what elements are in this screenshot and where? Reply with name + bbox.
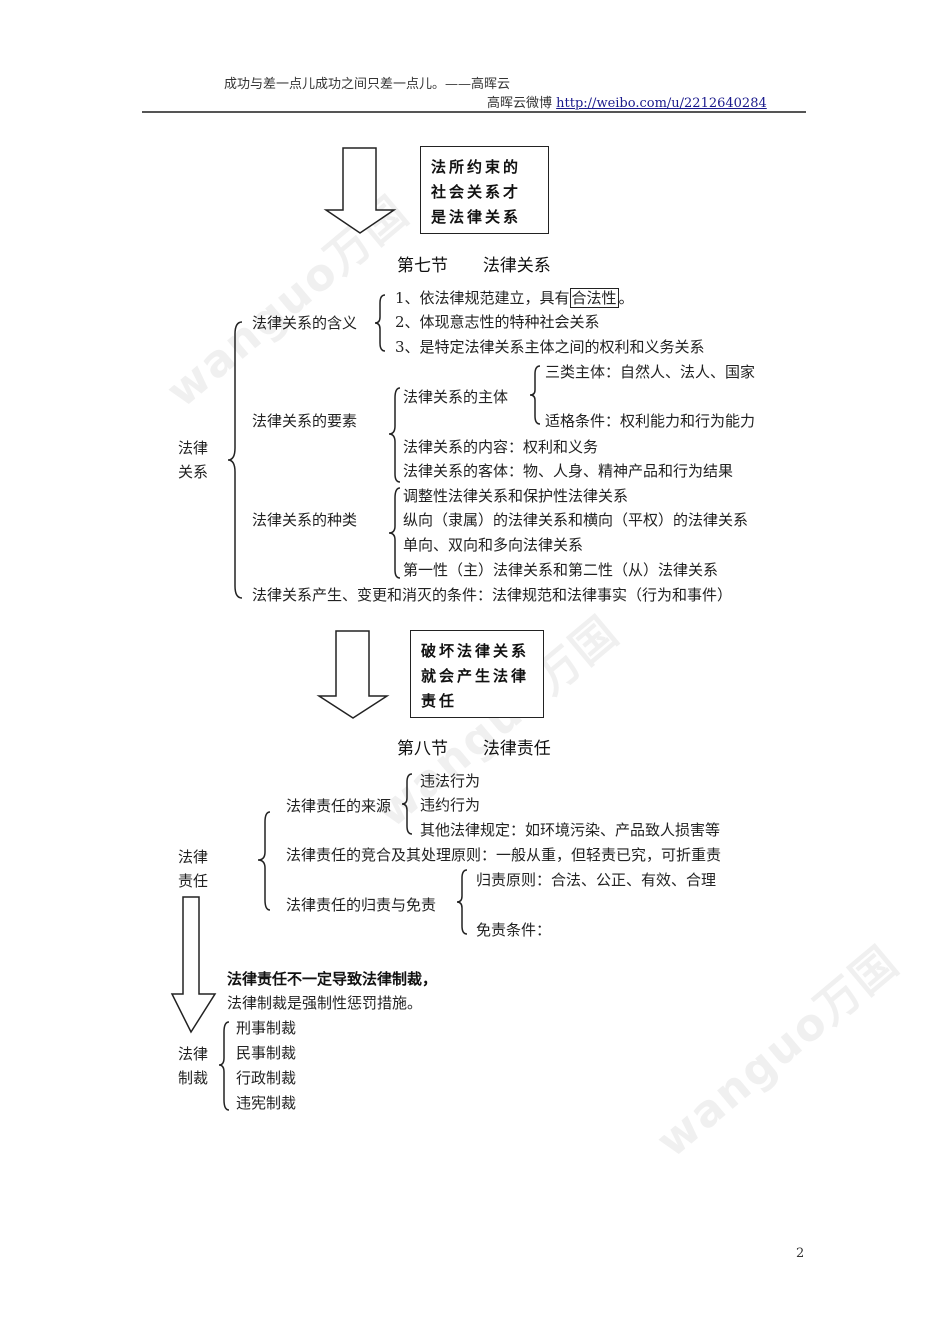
brace-icon (218, 1021, 230, 1111)
node-object: 法律关系的客体：物、人身、精神产品和行为结果 (403, 462, 734, 480)
section-number: 第七节 (397, 256, 448, 276)
type-item-1: 调整性法律关系和保护性法律关系 (403, 487, 629, 505)
meaning-item-1: 1、依法律规范建立，具有合法性。 (395, 288, 634, 308)
node-conditions: 法律关系产生、变更和消灭的条件：法律规范和法律事实（行为和事件） (252, 586, 733, 604)
brace-icon (388, 487, 401, 579)
node-content: 法律关系的内容：权利和义务 (403, 438, 599, 456)
sanctions-note: 法律制裁是强制性惩罚措施。 (227, 994, 423, 1012)
section-number: 第八节 (397, 739, 448, 759)
header-quote: 成功与差一点儿成功之间只差一点儿。——高晖云 (224, 77, 511, 92)
node-sources: 法律责任的来源 (286, 797, 392, 815)
sanctions-note-bold: 法律责任不一定导致法律制裁， (227, 970, 438, 988)
callout-box: 法所约束的社会关系才是法律关系 (420, 146, 549, 234)
imputation-item-2: 免责条件： (476, 921, 552, 939)
meaning-item-2: 2、体现意志性的特种社会关系 (395, 313, 600, 331)
sanction-item-2: 民事制裁 (236, 1044, 297, 1062)
down-arrow-icon (170, 896, 217, 1034)
section-title: 第七节 法律关系 (397, 251, 551, 276)
header-weibo: 高晖云微博 http://weibo.com/u/2212640284 (487, 92, 767, 111)
node-imputation: 法律责任的归责与免责 (286, 896, 437, 914)
weibo-label: 高晖云微博 (487, 96, 553, 111)
source-item-1: 违法行为 (420, 772, 481, 790)
page-number: 2 (796, 1246, 805, 1261)
brace-icon (227, 321, 243, 599)
type-item-4: 第一性（主）法律关系和第二性（从）法律关系 (403, 561, 719, 579)
section-name: 法律责任 (482, 739, 551, 759)
source-item-2: 违约行为 (420, 796, 481, 814)
subject-item-1: 三类主体：自然人、法人、国家 (545, 363, 756, 381)
sanction-item-4: 违宪制裁 (236, 1094, 297, 1112)
imputation-item-1: 归责原则：合法、公正、有效、合理 (476, 871, 717, 889)
type-item-2: 纵向（隶属）的法律关系和横向（平权）的法律关系 (403, 511, 749, 529)
brace-icon (388, 387, 401, 483)
brace-icon (374, 294, 386, 352)
source-item-3: 其他法律规定：如环境污染、产品致人损害等 (420, 821, 721, 839)
subject-item-2: 适格条件：权利能力和行为能力 (545, 412, 756, 430)
node-subject: 法律关系的主体 (403, 388, 509, 406)
node-concurrence: 法律责任的竞合及其处理原则：一般从重，但轻责已究，可折重责 (286, 846, 722, 864)
header-rule (142, 111, 806, 113)
node-elements: 法律关系的要素 (252, 412, 358, 430)
section-title: 第八节 法律责任 (397, 734, 551, 759)
sanction-item-1: 刑事制裁 (236, 1019, 297, 1037)
type-item-3: 单向、双向和多向法律关系 (403, 536, 584, 554)
watermark: wanguo万国 (647, 936, 909, 1168)
node-meaning: 法律关系的含义 (252, 314, 358, 332)
down-arrow-icon (316, 630, 390, 719)
weibo-link[interactable]: http://weibo.com/u/2212640284 (556, 96, 767, 111)
tree-root-legal-liability: 法律责任 (178, 848, 209, 890)
brace-icon (529, 365, 541, 425)
sanction-item-3: 行政制裁 (236, 1069, 297, 1087)
callout-box: 破坏法律关系就会产生法律责任 (410, 630, 544, 718)
brace-icon (257, 811, 271, 911)
tree-root-legal-relation: 法律关系 (178, 439, 209, 481)
brace-icon (401, 773, 413, 835)
highlight-box: 合法性 (569, 288, 619, 308)
tree-root-legal-sanctions: 法律制裁 (178, 1045, 209, 1087)
section-name: 法律关系 (482, 256, 551, 276)
meaning-item-3: 3、是特定法律关系主体之间的权利和义务关系 (395, 338, 705, 356)
brace-icon (456, 869, 468, 935)
down-arrow-icon (323, 147, 397, 234)
node-types: 法律关系的种类 (252, 511, 358, 529)
